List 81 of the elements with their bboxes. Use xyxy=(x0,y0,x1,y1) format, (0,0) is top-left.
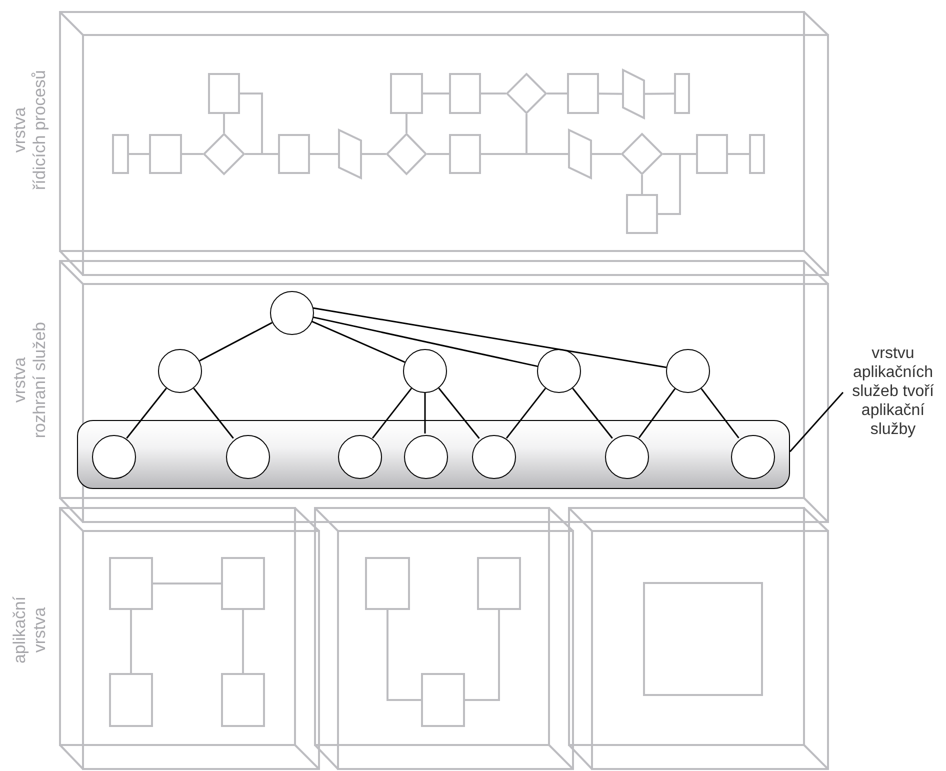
service-circle xyxy=(226,434,270,478)
connector-line xyxy=(638,388,676,438)
decision-diamond xyxy=(621,133,663,175)
process-box xyxy=(390,73,423,114)
connector-line xyxy=(242,610,244,673)
component-box xyxy=(643,582,763,696)
process-box xyxy=(674,73,690,114)
connector-line xyxy=(592,153,621,155)
process-box xyxy=(449,73,481,114)
connector-line xyxy=(481,92,506,94)
connector-line xyxy=(126,388,167,439)
connector-line xyxy=(386,610,421,701)
connector-line xyxy=(424,393,426,434)
connector-line xyxy=(728,153,749,155)
connector-line xyxy=(598,92,622,95)
connector-line xyxy=(547,92,567,94)
connector-line xyxy=(438,388,480,439)
component-box xyxy=(421,673,465,727)
connector-line xyxy=(129,153,149,155)
connector-line xyxy=(423,92,449,94)
layer-label: vrstva rozhraní služeb xyxy=(10,322,50,438)
component-box xyxy=(365,557,410,610)
connector-line xyxy=(372,388,412,439)
service-circle xyxy=(605,434,649,478)
process-box xyxy=(149,134,182,174)
service-circle xyxy=(472,434,516,478)
connector-line xyxy=(700,388,740,438)
component-box xyxy=(221,673,265,727)
service-circle xyxy=(270,290,314,334)
component-box xyxy=(477,557,521,610)
process-box xyxy=(696,134,728,174)
annotation-text: vrstvu aplikačních služeb tvoří aplikační služby xyxy=(843,344,943,441)
decision-diamond xyxy=(386,133,427,175)
connector-line xyxy=(406,114,408,133)
component-box xyxy=(109,673,153,727)
connector-line xyxy=(199,322,272,362)
connector-line xyxy=(526,114,568,155)
service-group-band xyxy=(77,420,790,489)
connector-line xyxy=(312,307,666,368)
connector-line xyxy=(240,92,278,155)
connector-line xyxy=(658,153,696,215)
process-box xyxy=(208,73,240,114)
service-circle xyxy=(92,434,136,478)
service-circle xyxy=(537,349,581,393)
component-box xyxy=(221,557,265,610)
service-circle xyxy=(403,349,447,393)
connector-line xyxy=(130,610,132,673)
service-circle xyxy=(158,349,202,393)
connector-line xyxy=(223,114,225,133)
process-box xyxy=(567,73,599,114)
leader-line xyxy=(789,392,844,452)
decision-diamond xyxy=(203,133,245,175)
connector-line xyxy=(311,320,406,363)
process-box xyxy=(112,134,129,174)
trapezoid-shape xyxy=(622,69,645,119)
trapezoid-shape xyxy=(338,129,362,179)
service-circle xyxy=(666,349,710,393)
process-box xyxy=(449,134,481,174)
connector-line xyxy=(362,153,386,155)
connector-line xyxy=(153,582,221,584)
layer-label: aplikační vrstva xyxy=(10,596,50,664)
connector-line xyxy=(644,92,674,95)
connector-line xyxy=(427,153,449,155)
connector-line xyxy=(506,388,546,439)
service-circle xyxy=(731,434,775,478)
connector-line xyxy=(312,316,538,368)
connector-line xyxy=(641,175,643,194)
connector-line xyxy=(572,388,613,439)
service-circle xyxy=(338,434,382,478)
process-box xyxy=(626,194,658,234)
process-box xyxy=(278,134,310,174)
decision-diamond xyxy=(506,73,547,114)
service-circle xyxy=(404,434,448,478)
layer-label: vrstva řídicích procesů xyxy=(10,70,50,190)
process-box xyxy=(749,134,765,174)
connector-line xyxy=(193,388,234,439)
connector-line xyxy=(182,153,203,155)
trapezoid-shape xyxy=(568,129,592,179)
component-box xyxy=(109,557,153,610)
connector-line xyxy=(310,153,338,155)
connector-line xyxy=(465,610,500,701)
